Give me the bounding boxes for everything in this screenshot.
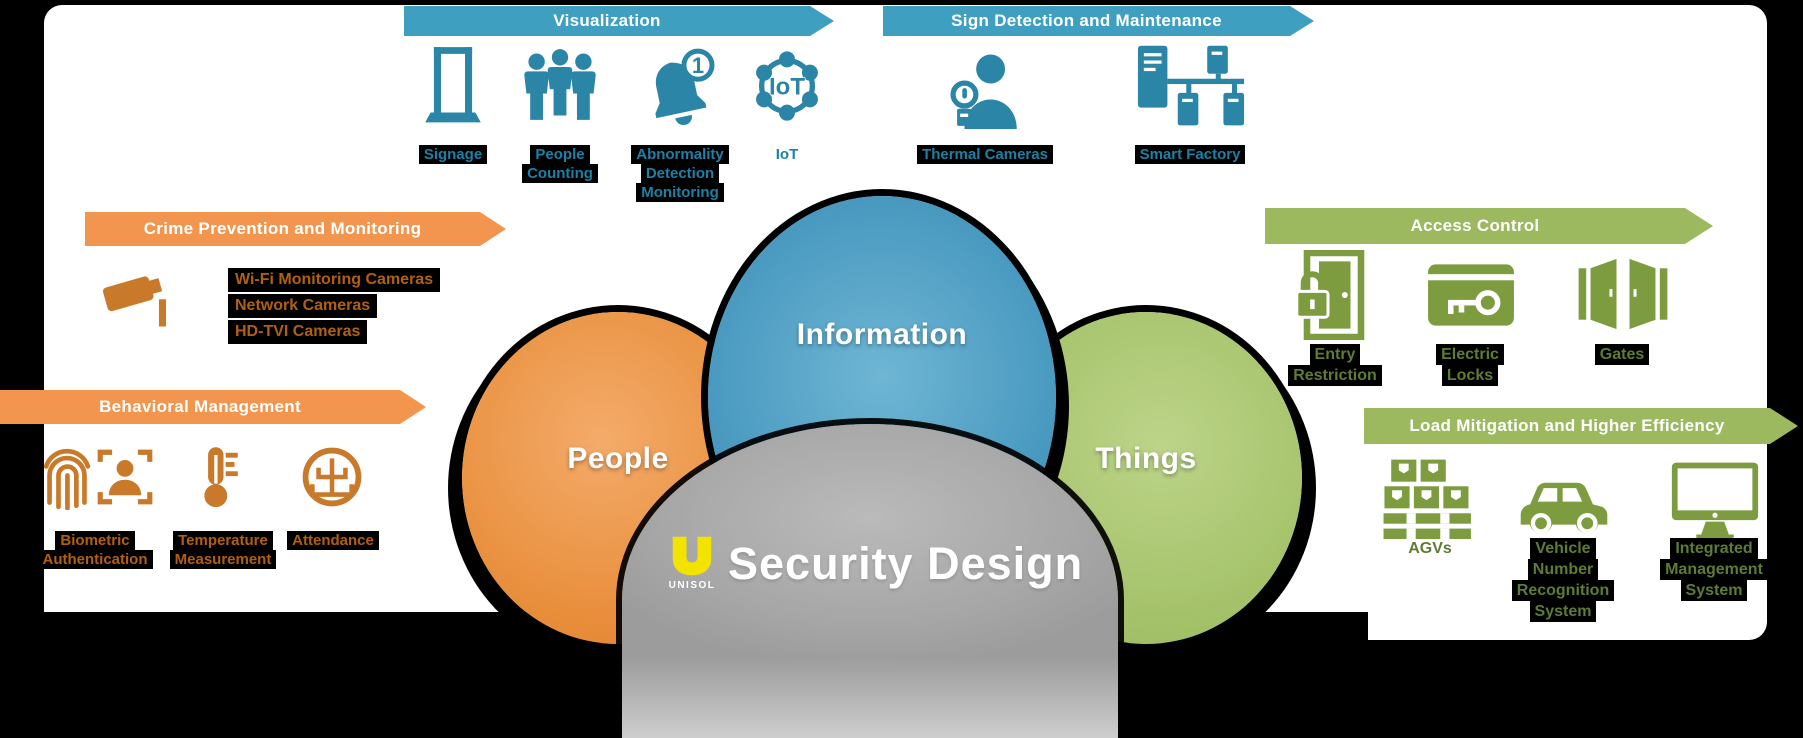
face-recognition-icon <box>97 446 153 508</box>
left-black-strip <box>0 0 44 585</box>
circle-label-people: People <box>567 442 669 475</box>
security-design-dome <box>622 424 1118 738</box>
fingerprint-icon <box>38 444 96 510</box>
cctv-camera-icon <box>100 268 182 336</box>
banner-crime-prevention: Crime Prevention and Monitoring <box>85 212 506 246</box>
electric-lock-keycard-icon <box>1425 260 1517 330</box>
people-counting-icon <box>522 46 598 130</box>
label-gates: Gates <box>1532 344 1712 365</box>
abnormality-bell-icon: 1 <box>643 46 719 130</box>
unisol-u-icon <box>672 536 712 576</box>
vehicle-icon <box>1518 466 1610 540</box>
label-iot: IoT <box>775 146 799 163</box>
circle-label-information: Information <box>796 318 968 351</box>
security-design-title: Security Design <box>728 538 1084 589</box>
entry-restriction-door-icon <box>1295 250 1373 340</box>
signage-icon <box>423 44 483 132</box>
thermometer-icon <box>192 444 244 510</box>
integrated-monitor-icon <box>1669 458 1761 542</box>
banner-load-mitigation: Load Mitigation and Higher Efficiency <box>1364 408 1798 444</box>
label-thermal-cameras: Thermal Cameras <box>895 145 1075 164</box>
svg-text:IoT: IoT <box>769 74 805 101</box>
smart-factory-icon <box>1135 42 1247 132</box>
iot-network-icon: IoT <box>747 46 827 126</box>
label-smart-factory: Smart Factory <box>1100 145 1280 164</box>
attendance-icon <box>301 446 363 508</box>
svg-text:1: 1 <box>692 53 704 78</box>
thermal-camera-person-icon <box>946 48 1026 130</box>
label-attendance: Attendance <box>253 531 413 550</box>
unisol-brand-name: UNISOL <box>668 580 716 591</box>
circle-label-things: Things <box>1095 442 1197 475</box>
agv-boxes-icon <box>1382 458 1474 544</box>
label-agvs: AGVs <box>1408 540 1452 557</box>
gates-icon <box>1577 252 1669 336</box>
label-signage: Signage <box>363 145 543 164</box>
banner-behavioral-management: Behavioral Management <box>0 390 426 424</box>
banner-access-control: Access Control <box>1265 208 1713 244</box>
unisol-logo: UNISOL <box>664 534 720 591</box>
banner-sign-detection: Sign Detection and Maintenance <box>883 6 1314 36</box>
banner-visualization: Visualization <box>404 6 834 36</box>
